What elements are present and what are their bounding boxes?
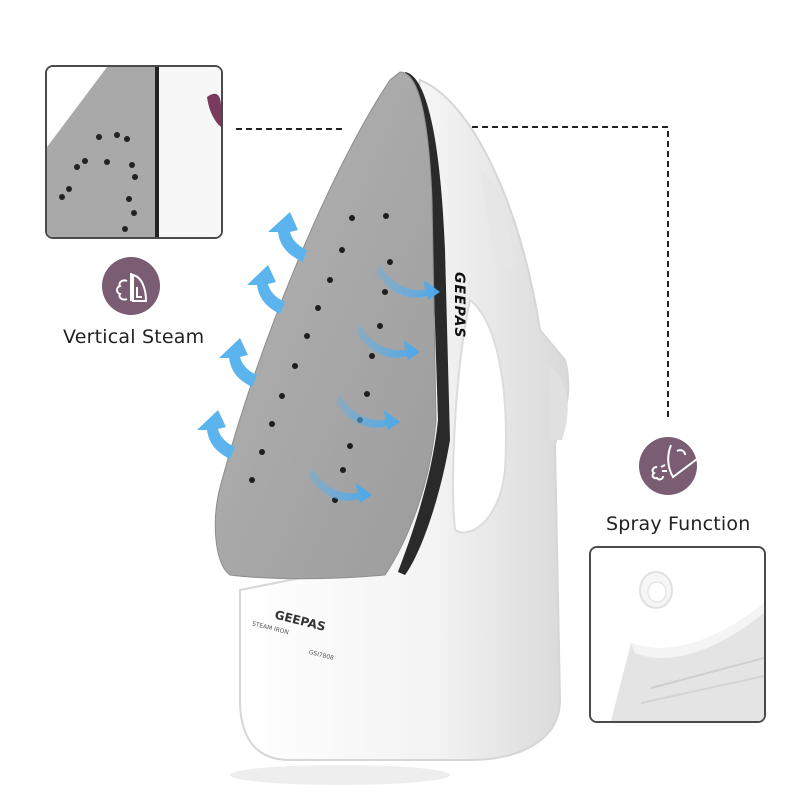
- spray-nozzle-closeup-inset: [589, 546, 766, 723]
- vertical-steam-icon: [102, 257, 160, 315]
- spray-icon: [639, 437, 697, 495]
- vertical-steam-arrows: [197, 212, 307, 459]
- spray-function-label: Spray Function: [606, 513, 751, 535]
- connector-line-left: [236, 128, 342, 130]
- brand-logo-side: GEEPAS: [451, 272, 467, 339]
- vertical-steam-label: Vertical Steam: [63, 326, 205, 348]
- connector-line-right: [472, 126, 669, 420]
- soleplate: [214, 71, 437, 580]
- vertical-steam-closeup-inset: [45, 65, 223, 239]
